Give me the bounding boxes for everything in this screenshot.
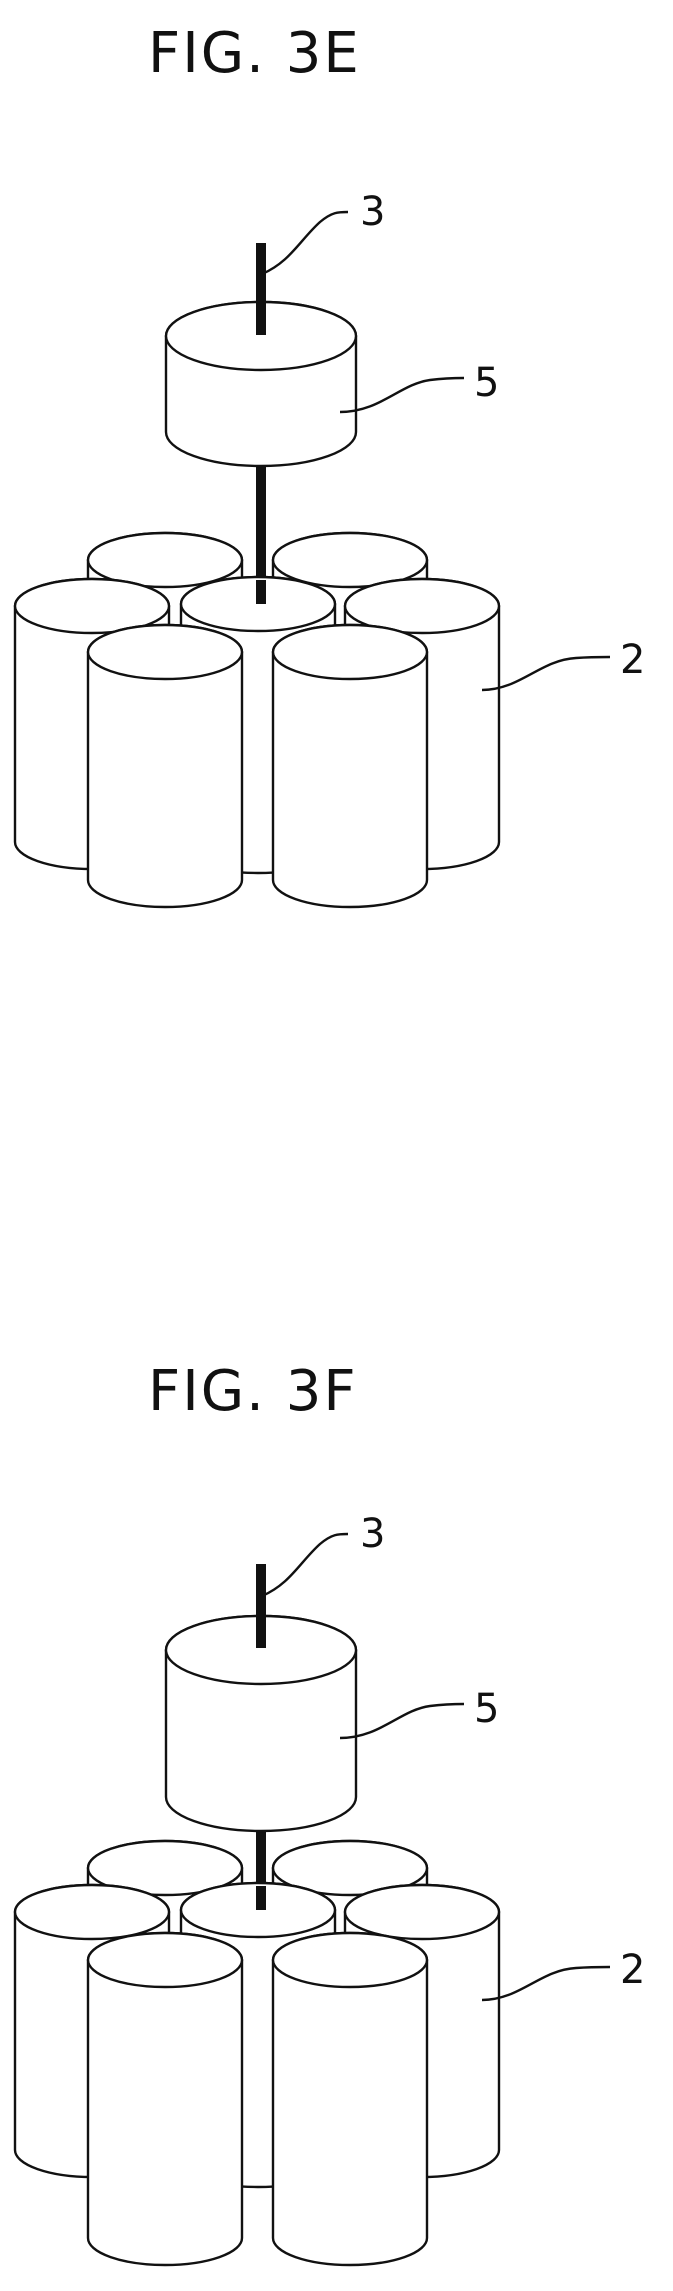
figure-3e-label-bundle: 2 (620, 637, 645, 683)
figure-3e-shaft-top (256, 243, 266, 335)
figure-3e-leader-upper-cylinder (340, 378, 464, 412)
figure-3e-label-shaft: 3 (360, 189, 385, 235)
figure-3f-shaft-tip (256, 1886, 266, 1910)
figure-3e-leader-bundle (482, 657, 610, 690)
figure-3e-label-upper-cylinder: 5 (474, 360, 499, 406)
figure-3f-title: FIG. 3F (148, 1359, 358, 1424)
figure-3f-label-bundle: 2 (620, 1947, 645, 1993)
figure-3f-upper-cylinder (166, 1616, 356, 1831)
figure-3e-cylinder (88, 625, 242, 907)
figure-3f-label-upper-cylinder: 5 (474, 1686, 499, 1732)
figure-3f-cylinder (273, 1933, 427, 2265)
figure-3f-leader-upper-cylinder (340, 1704, 464, 1738)
figure-3e: FIG. 3E (15, 21, 645, 907)
figure-3f-leader-bundle (482, 1967, 610, 2000)
figure-3f: FIG. 3F (15, 1359, 645, 2265)
figure-3e-cylinder (273, 625, 427, 907)
figure-3f-cylinder (88, 1933, 242, 2265)
figure-3e-shaft-tip (256, 580, 266, 604)
figure-3f-label-shaft: 3 (360, 1511, 385, 1557)
figure-3e-leader-shaft (262, 212, 348, 274)
figure-3e-title: FIG. 3E (148, 21, 361, 86)
figure-3f-shaft-top (256, 1564, 266, 1648)
figure-3f-leader-shaft (262, 1534, 348, 1596)
